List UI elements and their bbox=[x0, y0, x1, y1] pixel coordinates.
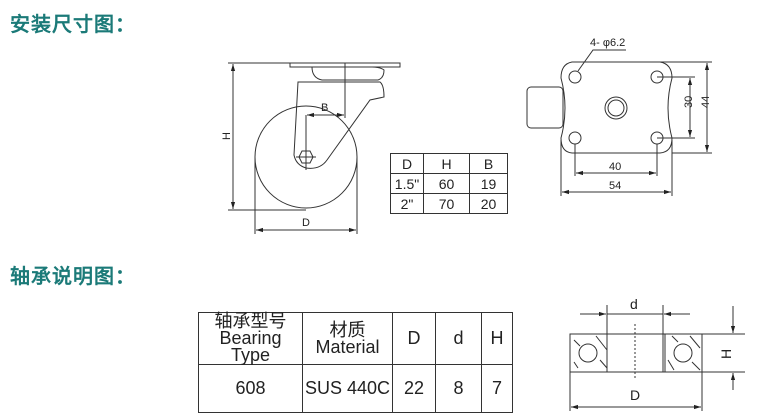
dim-40-label: 40 bbox=[609, 161, 621, 173]
bearing-outer-d-label: D bbox=[630, 387, 640, 403]
bearing-table: 轴承型号 Bearing Type 材质 Material D d H 608 … bbox=[198, 312, 513, 413]
table-cell: 1.5" bbox=[390, 173, 424, 194]
table-cell: SUS 440C bbox=[302, 364, 393, 413]
table-header-row: 轴承型号 Bearing Type 材质 Material D d H bbox=[198, 311, 513, 365]
table-row: 1.5" 60 19 bbox=[390, 173, 508, 194]
top-plate-view bbox=[526, 49, 712, 196]
dim-44-label: 44 bbox=[700, 96, 712, 108]
table-cell: 22 bbox=[392, 364, 436, 413]
size-table: D H B 1.5" 60 19 2" 70 20 bbox=[390, 153, 508, 214]
dim-54-label: 54 bbox=[609, 180, 621, 192]
table-cell: 19 bbox=[469, 173, 508, 194]
header-cell: H bbox=[423, 153, 470, 174]
header-cell: 轴承型号 Bearing Type bbox=[198, 311, 303, 365]
header-cn: 轴承型号 bbox=[214, 311, 287, 331]
header-cell: d bbox=[435, 312, 482, 365]
install-dimensions-title: 安装尺寸图： bbox=[10, 12, 136, 36]
table-cell: 70 bbox=[423, 193, 470, 214]
table-cell: 20 bbox=[469, 193, 508, 214]
header-cell: D bbox=[390, 153, 424, 174]
header-cell: H bbox=[481, 312, 513, 365]
caster-side-view bbox=[228, 62, 401, 234]
header-en: Bearing Type bbox=[219, 328, 282, 365]
header-cell: 材质 Material bbox=[302, 312, 393, 365]
table-cell: 608 bbox=[198, 364, 303, 413]
table-row: 2" 70 20 bbox=[390, 193, 508, 214]
bearing-d-label: d bbox=[630, 296, 638, 312]
bearing-h-label: H bbox=[718, 349, 734, 359]
table-cell: 8 bbox=[435, 364, 482, 413]
table-cell: 7 bbox=[481, 364, 513, 413]
caster-b-label: B bbox=[321, 102, 328, 114]
hole-spec-label: 4- φ6.2 bbox=[590, 37, 625, 49]
header-cell: B bbox=[469, 153, 508, 174]
table-row: 608 SUS 440C 22 8 7 bbox=[198, 364, 513, 413]
table-header-row: D H B bbox=[390, 153, 508, 174]
table-cell: 2" bbox=[390, 193, 424, 214]
dim-30-label: 30 bbox=[683, 96, 695, 108]
header-cn: 材质 bbox=[329, 319, 366, 340]
header-cell: D bbox=[392, 312, 436, 365]
table-cell: 60 bbox=[423, 173, 470, 194]
bearing-description-title: 轴承说明图： bbox=[10, 264, 136, 288]
caster-h-label: H bbox=[221, 132, 233, 140]
bearing-section-view bbox=[569, 305, 745, 411]
caster-d-label: D bbox=[302, 217, 310, 229]
header-en: Material bbox=[315, 336, 380, 357]
